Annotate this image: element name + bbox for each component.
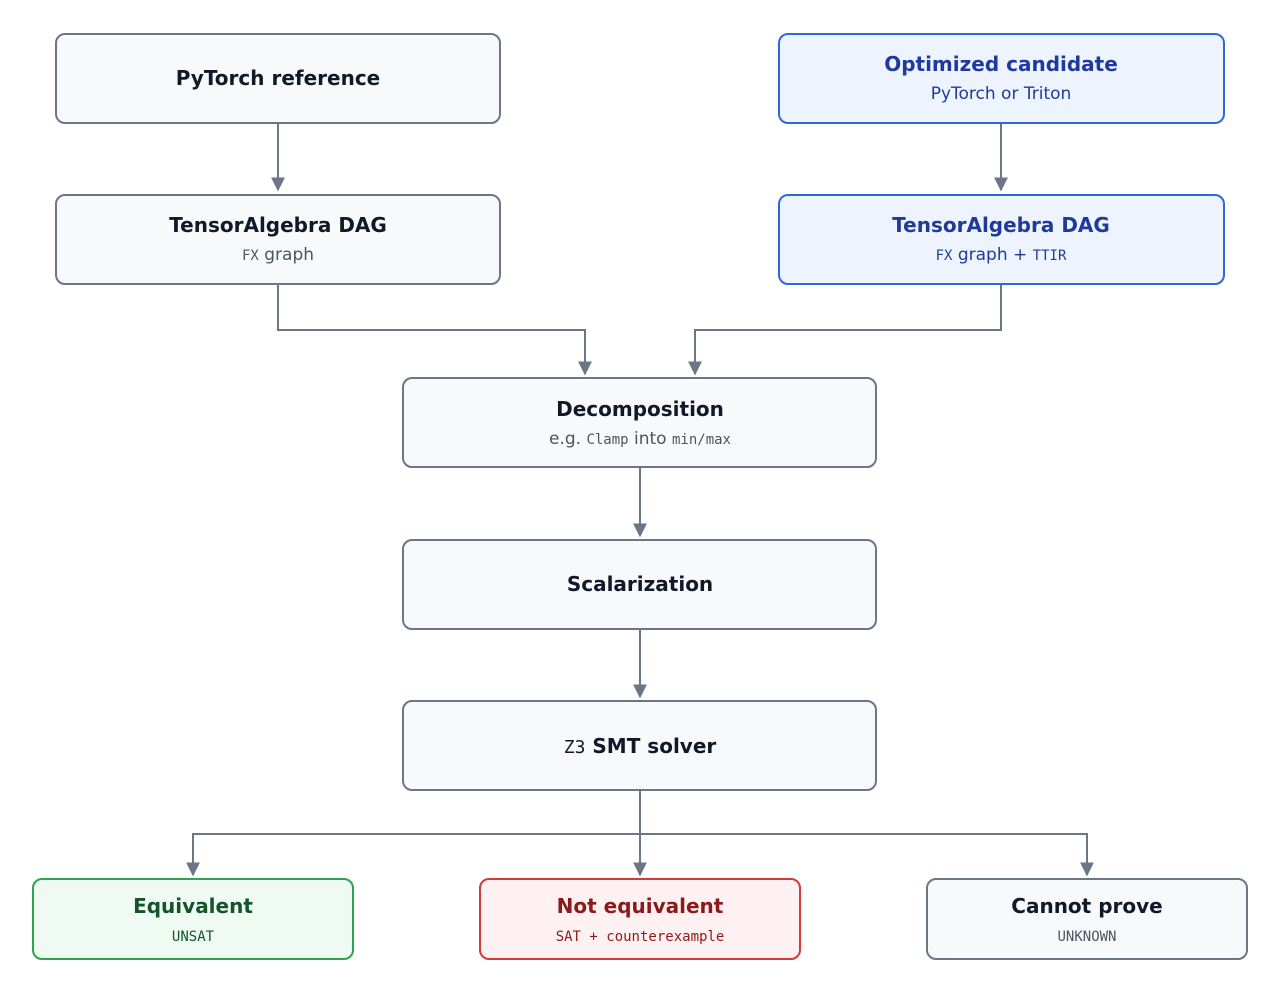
solver-smt-label: SMT solver [585,734,716,758]
edge-left-dag-to-decomposition [277,284,592,376]
decomposition-title: Decomposition [556,397,724,421]
optimized-candidate-title: Optimized candidate [884,52,1118,76]
equivalent-title: Equivalent [133,894,253,918]
solver-z3-label: Z3 [564,737,586,758]
equivalent-unsat-label: UNSAT [172,929,215,945]
node-cannot-prove: Cannot prove UNKNOWN [926,878,1248,960]
decomposition-eg-label: e.g. [549,429,586,449]
right-dag-fx-label: FX [936,248,953,264]
not-equivalent-sat-label: SAT + counterexample [556,929,725,945]
left-dag-graph-label: graph [259,245,314,265]
decomposition-subtitle: e.g. Clamp into min/max [549,429,731,449]
right-dag-ttir-label: TTIR [1033,248,1067,264]
node-not-equivalent: Not equivalent SAT + counterexample [479,878,801,960]
edge-right-dag-to-decomposition [688,284,1002,376]
node-decomposition: Decomposition e.g. Clamp into min/max [402,377,877,468]
node-optimized-candidate: Optimized candidate PyTorch or Triton [778,33,1225,124]
node-z3-smt-solver: Z3 SMT solver [402,700,877,791]
decomposition-into-label: into [629,429,672,449]
optimized-candidate-subtitle: PyTorch or Triton [931,84,1072,104]
decomposition-clamp-label: Clamp [586,432,628,448]
node-pytorch-reference: PyTorch reference [55,33,501,124]
node-scalarization: Scalarization [402,539,877,630]
left-dag-title: TensorAlgebra DAG [169,213,387,237]
node-equivalent: Equivalent UNSAT [32,878,354,960]
scalarization-title: Scalarization [567,572,713,596]
right-dag-graph-label: graph + [952,245,1032,265]
node-right-tensoralgebra-dag: TensorAlgebra DAG FX graph + TTIR [778,194,1225,285]
right-dag-subtitle: FX graph + TTIR [936,245,1067,265]
pytorch-reference-title: PyTorch reference [176,66,381,90]
cannot-prove-unknown-label: UNKNOWN [1057,929,1116,945]
edge-solver-to-cannot-prove [640,833,1094,877]
right-dag-title: TensorAlgebra DAG [892,213,1110,237]
cannot-prove-title: Cannot prove [1011,894,1162,918]
left-dag-fx-label: FX [242,248,259,264]
solver-title: Z3 SMT solver [564,734,717,758]
edges [186,123,1094,877]
not-equivalent-title: Not equivalent [557,894,724,918]
left-dag-subtitle: FX graph [242,245,314,265]
decomposition-minmax-label: min/max [672,432,731,448]
node-left-tensoralgebra-dag: TensorAlgebra DAG FX graph [55,194,501,285]
edge-solver-to-equivalent [186,790,641,877]
